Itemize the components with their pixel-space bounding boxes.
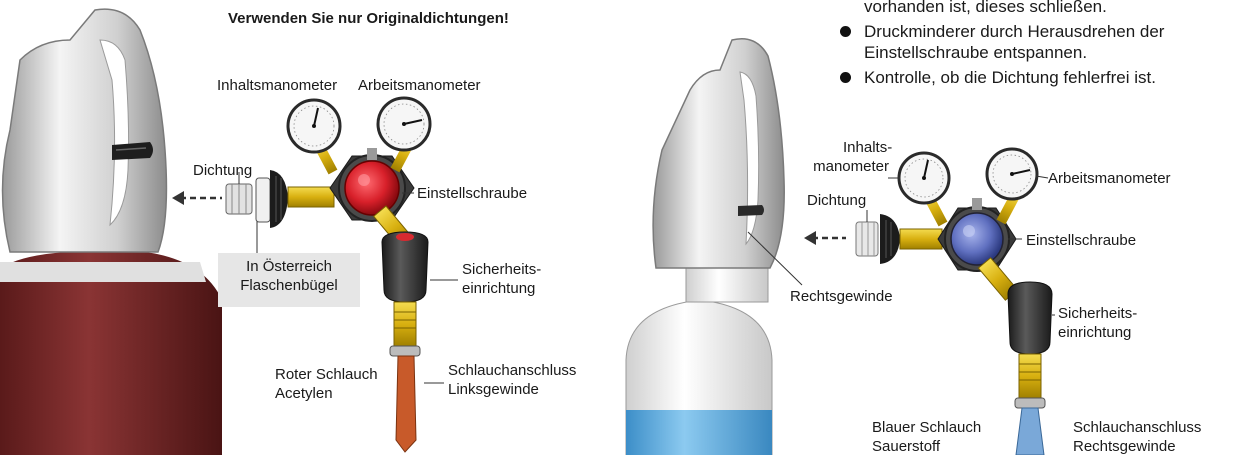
austria-box-line-1: In Österreich: [228, 257, 350, 276]
instruction-text: vorhanden ist, dieses schließen.: [864, 0, 1107, 16]
label-inhaltsmanometer-right: Inhalts- manometer: [843, 138, 889, 176]
label-schlauch-left-line-1: Roter Schlauch: [275, 365, 378, 384]
label-anschluss-right-line-2: Rechtsgewinde: [1073, 437, 1201, 455]
label-inhaltsmanometer-right-line-1: Inhalts-: [843, 138, 889, 157]
seal-arrow-left: [172, 191, 222, 205]
valve-nut-right: [880, 214, 900, 264]
content-gauge-right: [899, 153, 949, 203]
working-gauge-left: [378, 98, 430, 150]
label-arbeitsmanometer-left: Arbeitsmanometer: [358, 76, 481, 95]
label-einstellschraube-right: Einstellschraube: [1026, 231, 1136, 250]
label-dichtung-right: Dichtung: [807, 191, 866, 210]
label-inhaltsmanometer-left: Inhaltsmanometer: [217, 76, 337, 95]
safety-device-left: [382, 232, 428, 356]
safety-device-right: [1008, 282, 1052, 408]
label-einstellschraube-left: Einstellschraube: [417, 184, 527, 203]
bullet-icon: [840, 26, 851, 37]
label-sicherheit-right: Sicherheits- einrichtung: [1058, 304, 1137, 342]
austria-bracket-box: In Österreich Flaschenbügel: [218, 253, 360, 307]
instruction-text: Druckminderer durch Herausdrehen der Ein…: [864, 21, 1224, 63]
label-sicherheit-right-line-1: Sicherheits-: [1058, 304, 1137, 323]
label-anschluss-right: Schlauchanschluss Rechtsgewinde: [1073, 418, 1201, 455]
label-arbeitsmanometer-right: Arbeitsmanometer: [1048, 169, 1171, 188]
seal-right: [856, 210, 878, 256]
instruction-item: Kontrolle, ob die Dichtung fehlerfrei is…: [838, 67, 1224, 88]
label-anschluss-right-line-1: Schlauchanschluss: [1073, 418, 1201, 437]
content-gauge-left: [288, 100, 340, 152]
bullet-icon: [840, 72, 851, 83]
label-schlauch-right: Blauer Schlauch Sauerstoff: [872, 418, 981, 455]
blue-hose: [1016, 408, 1044, 455]
inlet-pipe-left: [288, 187, 334, 207]
warning-text: Verwenden Sie nur Originaldichtungen!: [228, 9, 509, 28]
acetylene-cylinder: [0, 250, 222, 455]
label-sicherheit-left: Sicherheits- einrichtung: [462, 260, 541, 298]
label-sicherheit-left-line-1: Sicherheits-: [462, 260, 541, 279]
label-rechtsgewinde: Rechtsgewinde: [790, 287, 893, 306]
inlet-pipe-right: [900, 229, 942, 249]
oxygen-cylinder: [626, 268, 772, 455]
label-dichtung-left: Dichtung: [193, 161, 252, 180]
valve-nut-left: [256, 170, 288, 228]
red-hose: [396, 356, 416, 452]
label-sicherheit-left-line-2: einrichtung: [462, 279, 541, 298]
label-schlauch-right-line-1: Blauer Schlauch: [872, 418, 981, 437]
label-anschluss-left-line-1: Schlauchanschluss: [448, 361, 576, 380]
instruction-item: vorhanden ist, dieses schließen.: [838, 0, 1224, 17]
working-gauge-right: [987, 149, 1037, 199]
label-schlauch-right-line-2: Sauerstoff: [872, 437, 981, 455]
instruction-text: Kontrolle, ob die Dichtung fehlerfrei is…: [864, 68, 1156, 87]
seal-arrow-right: [804, 231, 846, 245]
oxygen-cylinder-cap: [653, 39, 784, 268]
label-inhaltsmanometer-right-line-2: manometer: [813, 157, 889, 176]
label-anschluss-left: Schlauchanschluss Linksgewinde: [448, 361, 576, 399]
label-schlauch-left: Roter Schlauch Acetylen: [275, 365, 378, 403]
instruction-list: vorhanden ist, dieses schließen. Druckmi…: [838, 0, 1224, 92]
instruction-item: Druckminderer durch Herausdrehen der Ein…: [838, 21, 1224, 63]
label-sicherheit-right-line-2: einrichtung: [1058, 323, 1137, 342]
austria-box-line-2: Flaschenbügel: [228, 276, 350, 295]
acetylene-cylinder-cap: [3, 9, 167, 252]
label-schlauch-left-line-2: Acetylen: [275, 384, 378, 403]
label-anschluss-left-line-2: Linksgewinde: [448, 380, 576, 399]
